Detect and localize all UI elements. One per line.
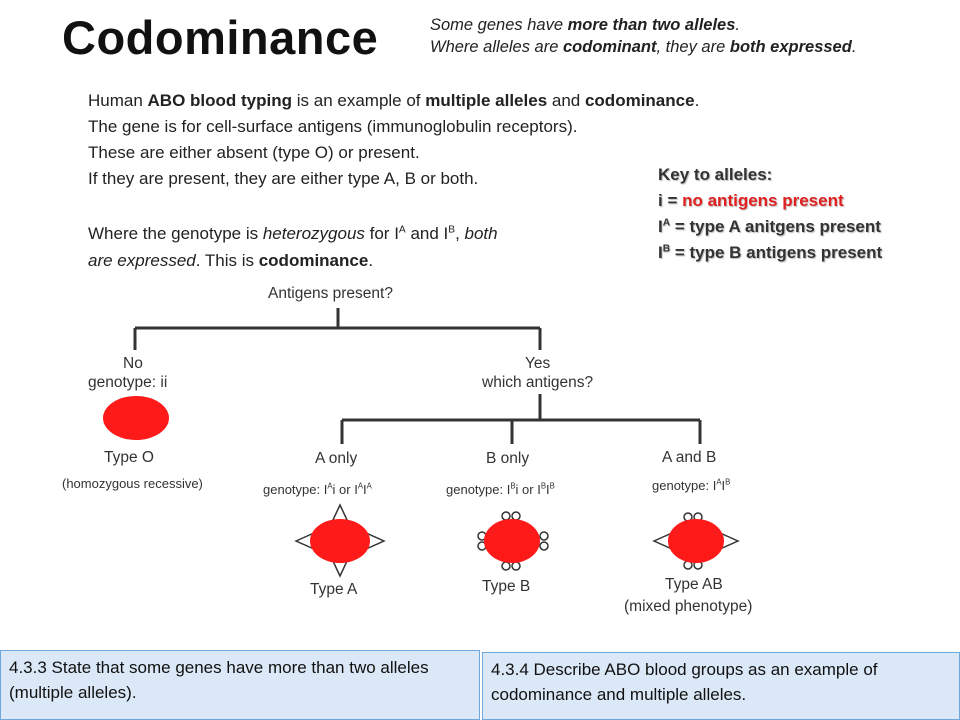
explanation-paragraph: Human ABO blood typing is an example of … <box>88 91 700 188</box>
type-b-cell <box>477 511 549 571</box>
type-a-cell <box>294 503 386 578</box>
no-branch-label: No <box>123 355 143 372</box>
page-title: Codominance <box>62 11 379 64</box>
a-and-b-label: A and B <box>662 449 717 466</box>
type-a-label: Type A <box>310 581 358 598</box>
a-genotype: genotype: IAi or IAIA <box>263 481 372 497</box>
which-antigens: which antigens? <box>482 374 594 391</box>
a-only-label: A only <box>315 450 358 467</box>
b-only-label: B only <box>486 450 530 467</box>
ab-genotype: genotype: IAIB <box>652 477 731 493</box>
key-i: i = no antigens present <box>658 191 844 210</box>
key-ib: IB = type B antigens present <box>658 243 883 262</box>
key-ia: IA = type A anitgens present <box>658 217 881 236</box>
allele-key: Key to alleles: i = no antigens present … <box>658 162 882 266</box>
type-o-label: Type O <box>104 449 154 466</box>
type-o-cell <box>103 396 169 440</box>
no-genotype: genotype: ii <box>88 374 168 391</box>
codominance-paragraph: Where the genotype is heterozygous for I… <box>88 224 498 270</box>
type-ab-cell <box>652 512 740 570</box>
objective-4-3-4: 4.3.4 Describe ABO blood groups as an ex… <box>482 652 960 720</box>
tree-lines <box>133 308 702 444</box>
type-o-note: (homozygous recessive) <box>62 476 203 491</box>
objective-4-3-3: 4.3.3 State that some genes have more th… <box>0 650 480 720</box>
type-ab-label: Type AB <box>665 576 723 593</box>
yes-branch-label: Yes <box>525 355 551 372</box>
key-heading: Key to alleles: <box>658 165 773 184</box>
root-question: Antigens present? <box>268 285 393 302</box>
b-genotype: genotype: IBi or IBIB <box>446 481 555 497</box>
intro-text: Some genes have more than two alleles. W… <box>430 16 857 56</box>
type-ab-note: (mixed phenotype) <box>624 598 753 615</box>
type-b-label: Type B <box>482 578 531 595</box>
